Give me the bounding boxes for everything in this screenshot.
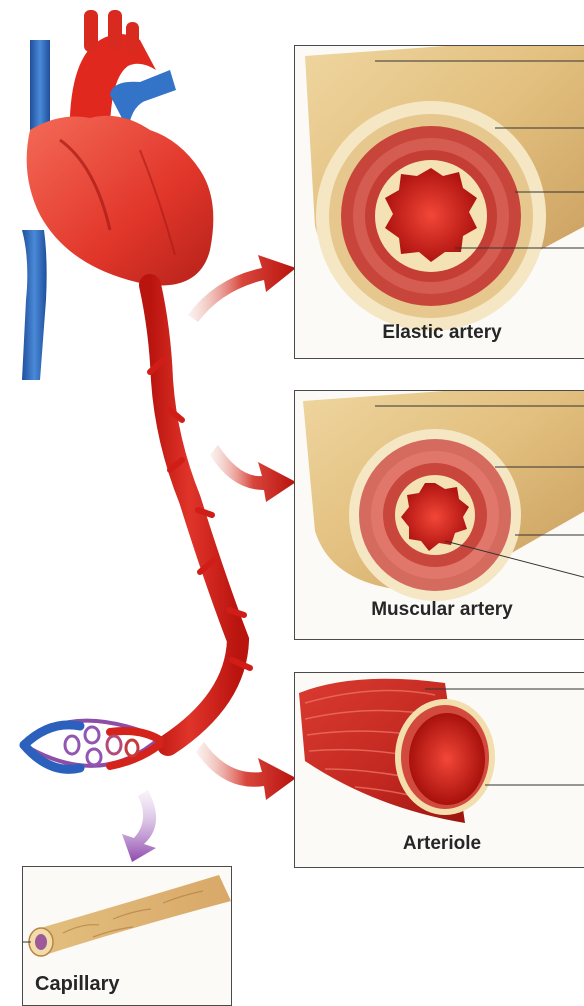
curved-arrow-icon <box>210 445 296 502</box>
muscular-artery-panel: Muscular artery <box>294 390 584 640</box>
curved-arrow-icon <box>122 790 156 862</box>
arteriole-label: Arteriole <box>295 833 584 855</box>
capillary-label: Capillary <box>35 973 119 996</box>
muscular-artery-label: Muscular artery <box>295 599 584 621</box>
curved-arrow-icon <box>196 742 296 800</box>
capillary-bed-icon <box>24 721 160 770</box>
elastic-artery-illustration <box>295 46 584 359</box>
elastic-artery-label: Elastic artery <box>295 322 584 344</box>
curved-arrow-icon <box>188 255 296 322</box>
elastic-artery-panel: Elastic artery <box>294 45 584 359</box>
capillary-panel: Capillary <box>22 866 232 1006</box>
heart-icon <box>27 116 214 286</box>
arteriole-panel: Arteriole <box>294 672 584 868</box>
